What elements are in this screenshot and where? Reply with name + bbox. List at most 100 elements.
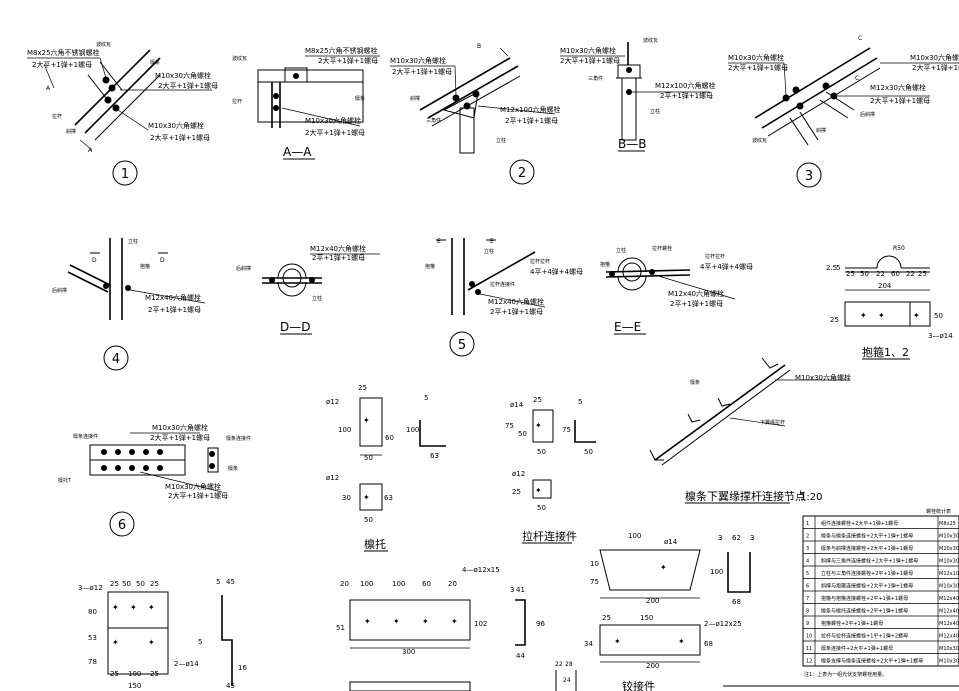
table-cell-no: 4 <box>806 559 809 565</box>
ee-fastener-4: 4平+4弹+4螺母 <box>700 262 753 271</box>
hp-hole-3: ✦ <box>678 637 685 646</box>
hp-title: 铰接件 <box>622 679 655 691</box>
table-cell-desc: 立柱与三角件连接螺栓+2平+1弹+1螺母 <box>821 570 913 577</box>
tc-hole-2: ✦ <box>535 486 542 495</box>
blp-d16: 16 <box>238 664 247 672</box>
ps-d63: 63 <box>430 452 439 460</box>
clamp-hole-3: ✦ <box>913 311 920 320</box>
d1-bolt-m8: M8x25六角不锈钢螺栓 <box>27 48 100 57</box>
ee-title: E—E <box>614 320 641 334</box>
node-5-circle <box>449 331 475 357</box>
ps-d63b: 63 <box>384 494 393 502</box>
blp-d150: 150 <box>128 682 141 690</box>
lp-hole-4: ✦ <box>451 617 458 626</box>
aa-label-tile: 波纹瓦 <box>232 55 247 62</box>
d3-bolt-m12: M12x30六角螺栓 <box>870 83 926 92</box>
node-1-circle <box>112 160 138 186</box>
d6-label-purlin-conn-2: 檩条连接件 <box>226 435 251 442</box>
hp-d3a: 3 <box>718 534 722 542</box>
lp-d41: 41 <box>516 586 525 594</box>
mark-a-bottom: A <box>88 147 93 154</box>
bottom-left-plate: ✦ ✦ ✦ ✦ ✦ 3—ø12 25 50 50 25 80 53 78 2—ø… <box>78 578 247 690</box>
tc-hole-1: ✦ <box>535 421 542 430</box>
bb-fastener-2: 2平+1弹+1螺母 <box>660 91 713 100</box>
lp-d102: 102 <box>474 620 487 628</box>
d5-fastener-4: 4平+4弹+4螺母 <box>530 267 583 276</box>
table-cell-no: 2 <box>806 534 809 540</box>
node-5-label: 5 <box>458 338 466 353</box>
section-bb: 波纹瓦 M10x30六角螺栓 2大平+1弹+1螺母 三角件 M12x100六角螺… <box>560 37 715 152</box>
aa-fastener-1: 2大平+1弹+1螺母 <box>318 56 378 65</box>
d5-mark-e-right: E <box>490 238 494 245</box>
clamp-detail: R50 25 50 22 60 22 25 2.5 5 204 ✦ ✦ ✦ 25… <box>826 245 953 360</box>
lp-d44: 44 <box>516 652 525 660</box>
ps-d100: 100 <box>338 426 351 434</box>
d3-bolt-m10-b: M10x30六角螺栓 <box>910 53 959 62</box>
tc-d75b: 75 <box>562 426 571 434</box>
section-aa: 波纹瓦 M8x25六角不锈钢螺栓 2大平+1弹+1螺母 檩条 拉杆 M10x30… <box>232 46 380 160</box>
lp-d28: 28 <box>565 661 573 668</box>
d1-fastener-3: 2大平+1弹+1螺母 <box>150 133 210 142</box>
table-cell-desc: 拉杆与拉杆连接螺栓+1平+1弹+2螺母 <box>821 633 908 640</box>
blp-h3-12: 3—ø12 <box>78 584 103 592</box>
blp-d25b: 25 <box>150 580 159 588</box>
clamp-d2-5: 2.5 <box>826 264 837 272</box>
hp-d25: 25 <box>602 614 611 622</box>
clamp-d25b: 25 <box>918 270 927 278</box>
d6-label-purlin-conn: 檩条连接件 <box>73 433 98 440</box>
blp-hole-2: ✦ <box>130 603 137 612</box>
hp-d200b: 200 <box>646 662 659 670</box>
table-cell-spec: M8x25 <box>939 521 956 527</box>
table-cell-no: 1 <box>806 521 809 527</box>
lp-d96: 96 <box>536 620 545 628</box>
hp-d3b: 3 <box>750 534 754 542</box>
aa-label-tie: 拉杆 <box>232 98 242 105</box>
blp-d5: 5 <box>216 578 220 586</box>
ee-label-clamp: 抱箍 <box>600 261 610 268</box>
hinge-part: ✦ 100 ø14 10 75 200 3 62 3 100 68 ✦ ✦ 25… <box>584 532 754 691</box>
d2-mark-b: B <box>477 43 481 50</box>
ee-label-column: 立柱 <box>616 247 626 254</box>
node-2-label: 2 <box>518 166 526 181</box>
dd-label-column: 立柱 <box>312 295 322 302</box>
ps-title: 檩托 <box>364 537 386 551</box>
lp-d20b: 20 <box>448 580 457 588</box>
blp-d78: 78 <box>88 658 97 666</box>
detail-1: A A M8x25六角不锈钢螺栓 2大平+1弹+1螺母 波纹瓦 檩条 M10x3… <box>27 41 218 186</box>
table-cell-no: 10 <box>806 634 812 640</box>
table-cell-desc: 檩条支撑与檩条连接螺栓+2大平+1弹+1螺母 <box>821 658 923 665</box>
blp-d5b: 5 <box>198 638 202 646</box>
tc-title: 拉杆连接件 <box>522 529 577 543</box>
mark-a-top: A <box>46 85 51 92</box>
lf-label-lower: 下翼缘拉杆 <box>760 419 785 426</box>
blp-d50b: 50 <box>136 580 145 588</box>
blp-hole-1: ✦ <box>112 603 119 612</box>
bb-label-column: 立柱 <box>650 108 660 115</box>
d4-fastener: 2平+1弹+1螺母 <box>148 305 201 314</box>
ee-bolt-m12: M12x40六角螺栓 <box>668 289 724 298</box>
ps-d100b: 100 <box>406 426 419 434</box>
ps-d30: 30 <box>342 494 351 502</box>
d4-label-clamp: 抱箍 <box>140 263 150 270</box>
tc-d25: 25 <box>533 396 542 404</box>
table-cell-spec: M10x30 <box>939 584 959 590</box>
d1-label-tile: 波纹瓦 <box>96 41 111 48</box>
aa-bolt-m8: M8x25六角不锈钢螺栓 <box>305 46 378 55</box>
d1-fastener-2: 2大平+1弹+1螺母 <box>158 81 218 90</box>
node-4-circle <box>103 345 129 371</box>
lp-d22: 22 <box>555 661 563 668</box>
clamp-r50: R50 <box>893 245 905 252</box>
ps-d50: 50 <box>364 454 373 462</box>
hp-d10: 10 <box>590 560 599 568</box>
d3-label-diag-conn: 斜撑 <box>816 127 826 134</box>
table-cell-no: 7 <box>806 596 809 602</box>
clamp-d22: 22 <box>876 270 885 278</box>
hp-phi14: ø14 <box>664 538 678 546</box>
d4-label-rear: 后斜撑 <box>52 287 67 294</box>
d3-mark-c-bottom: C <box>855 75 859 82</box>
blp-d25a: 25 <box>110 580 119 588</box>
ps-phi12a: ø12 <box>326 398 339 406</box>
blp-d45: 45 <box>226 578 235 586</box>
detail-4: D D 立柱 抱箍 后斜撑 M12x40六角螺栓 2平+1弹+1螺母 4 <box>52 238 206 371</box>
table-cell-desc: 斜撑与抱箍连接螺栓+2大平+1弹+1螺母 <box>821 583 913 590</box>
